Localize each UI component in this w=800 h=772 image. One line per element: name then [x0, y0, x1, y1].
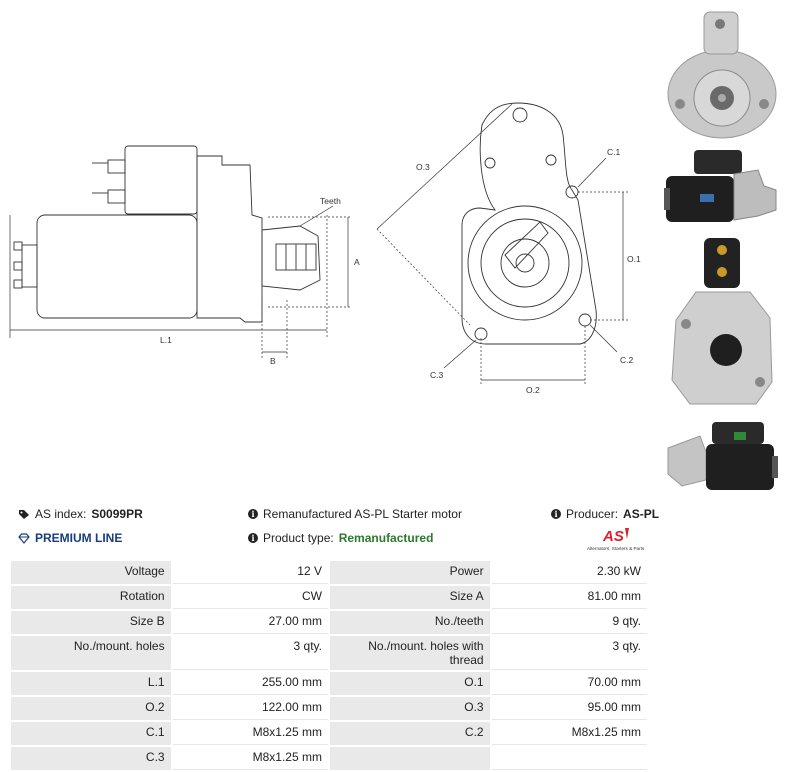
as-index-value: S0099PR	[91, 507, 143, 521]
producer: i Producer: AS-PL	[551, 507, 659, 521]
c1-label: C.1	[607, 147, 621, 157]
spec-value: M8x1.25 mm	[172, 722, 328, 745]
logo-tagline: Alternators, Starters & Parts	[587, 546, 645, 551]
spec-key: O.1	[329, 672, 490, 695]
front-flange	[461, 102, 597, 345]
l1-label: L.1	[160, 335, 172, 345]
spec-value: 81.00 mm	[491, 586, 647, 609]
producer-value: AS-PL	[623, 507, 660, 521]
spec-value: M8x1.25 mm	[491, 722, 647, 745]
motor-body	[36, 214, 198, 319]
spec-value: 27.00 mm	[172, 611, 328, 634]
info-icon: i	[248, 509, 258, 519]
spec-value: 95.00 mm	[491, 697, 647, 720]
flange-outer-ring	[467, 205, 583, 321]
product-type: i Product type: Remanufactured	[248, 531, 433, 545]
spec-key: No./teeth	[329, 611, 490, 634]
spec-value: 9 qty.	[491, 611, 647, 634]
info-icon: i	[551, 509, 561, 519]
spec-key: C.3	[11, 747, 171, 770]
spec-value: 255.00 mm	[172, 672, 328, 695]
description: i Remanufactured AS-PL Starter motor	[248, 507, 462, 521]
spec-value: 12 V	[172, 561, 328, 584]
premium-line: PREMIUM LINE	[18, 531, 122, 545]
product-photo-front	[667, 11, 777, 139]
premium-line-label: PREMIUM LINE	[35, 531, 123, 545]
teeth-label: Teeth	[320, 196, 341, 206]
top-hole	[512, 107, 528, 123]
spec-value: M8x1.25 mm	[172, 747, 328, 770]
solenoid	[124, 145, 198, 215]
spec-key: Size A	[329, 586, 490, 609]
pinion	[261, 225, 321, 291]
spec-key: O.3	[329, 697, 490, 720]
spec-value: 122.00 mm	[172, 697, 328, 720]
spec-value: 3 qty.	[172, 636, 328, 670]
as-index-label: AS index:	[35, 507, 87, 521]
diamond-icon	[18, 532, 30, 544]
c2-label: C.2	[620, 355, 634, 365]
spec-value: 3 qty.	[491, 636, 647, 670]
spec-key: Power	[329, 561, 490, 584]
a-label: A	[354, 257, 360, 267]
spec-key: No./mount. holes with thread	[329, 636, 490, 670]
spec-value: 70.00 mm	[491, 672, 647, 695]
spec-value: 2.30 kW	[491, 561, 647, 584]
spec-value	[491, 747, 647, 770]
spec-key: O.2	[11, 697, 171, 720]
motor-end-cap	[21, 244, 38, 288]
c2-hole	[578, 313, 592, 327]
spec-key: C.2	[329, 722, 490, 745]
c1-hole	[565, 185, 579, 199]
product-photo-rear	[671, 238, 773, 405]
tag-icon	[19, 509, 29, 519]
spec-key: C.1	[11, 722, 171, 745]
product-type-value: Remanufactured	[338, 531, 434, 545]
o2-label: O.2	[526, 385, 540, 395]
b-label: B	[270, 356, 276, 366]
logo-text: AS	[602, 528, 624, 545]
spec-key: L.1	[11, 672, 171, 695]
description-text: Remanufactured AS-PL Starter motor	[263, 507, 462, 521]
c3-label: C.3	[430, 370, 444, 380]
product-type-label: Product type:	[263, 531, 334, 545]
spec-value: CW	[172, 586, 328, 609]
spec-key	[329, 747, 490, 770]
as-index: AS index: S0099PR	[18, 507, 143, 521]
product-photo-side-alt	[667, 422, 778, 490]
spec-key: Rotation	[11, 586, 171, 609]
spec-key: No./mount. holes	[11, 636, 171, 670]
drive-housing	[196, 155, 263, 323]
info-icon: i	[248, 533, 258, 543]
spec-key: Size B	[11, 611, 171, 634]
technical-drawing: Teeth A B L.1 O.3 O.1 O.2 C.1 C.2 C.3	[9, 102, 641, 395]
product-photo-side	[664, 150, 777, 222]
spec-key: Voltage	[11, 561, 171, 584]
producer-label: Producer:	[566, 507, 619, 521]
as-logo: AS Alternators, Starters & Parts	[587, 528, 645, 551]
o1-label: O.1	[627, 254, 641, 264]
o3-label: O.3	[416, 162, 430, 172]
